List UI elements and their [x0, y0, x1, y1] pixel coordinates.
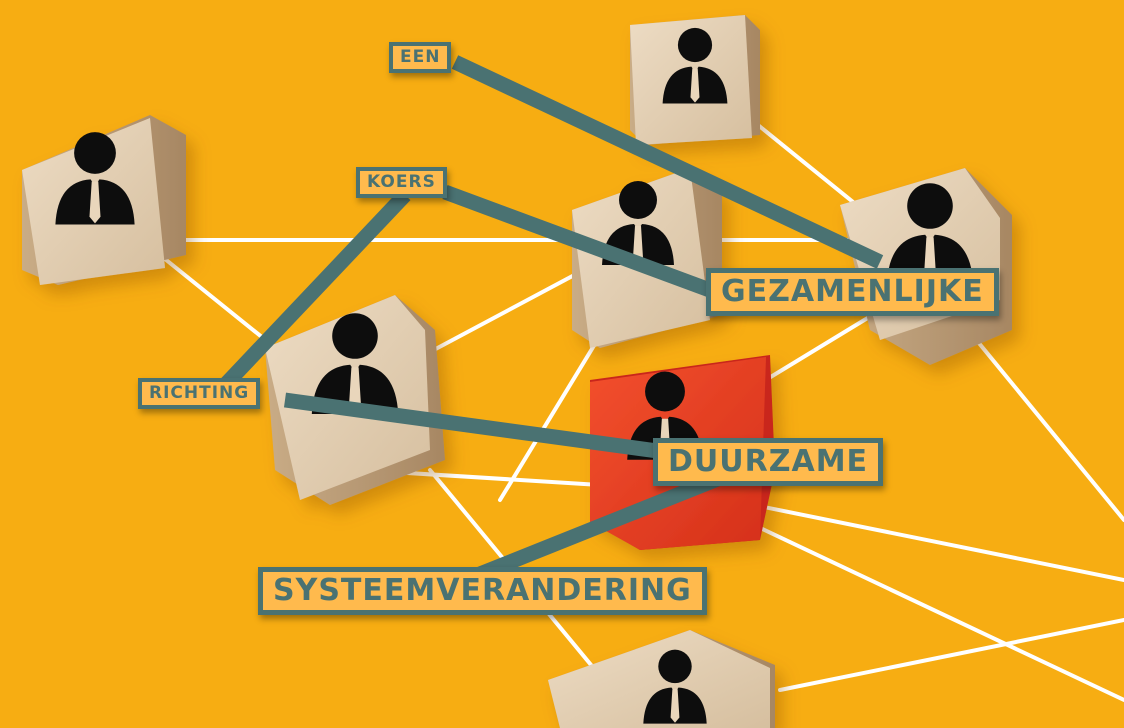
block-top-center [630, 15, 760, 145]
block-center [572, 168, 722, 348]
label-richting: RICHTING [138, 378, 261, 409]
label-gezamenlijke: GEZAMENLIJKE [706, 268, 999, 316]
network-line [778, 618, 1124, 692]
connector-lines [219, 55, 884, 585]
connector-koers-richting [219, 189, 411, 391]
label-koers: KOERS [356, 167, 447, 198]
connector-koers-gezamenlijke [442, 184, 718, 300]
block-bottom [548, 630, 775, 728]
network-line [958, 318, 1124, 522]
label-duurzame: DUURZAME [653, 438, 884, 486]
block-left [265, 295, 445, 505]
connector-een-gezamenlijke [451, 55, 884, 269]
connector-duurzame-systeem [467, 471, 723, 585]
label-systeemverandering: SYSTEEMVERANDERING [258, 567, 707, 615]
block-right [840, 168, 1012, 365]
connector-richting-duurzame [283, 392, 667, 460]
block-top-left [22, 115, 186, 285]
label-een: EEN [389, 42, 452, 73]
